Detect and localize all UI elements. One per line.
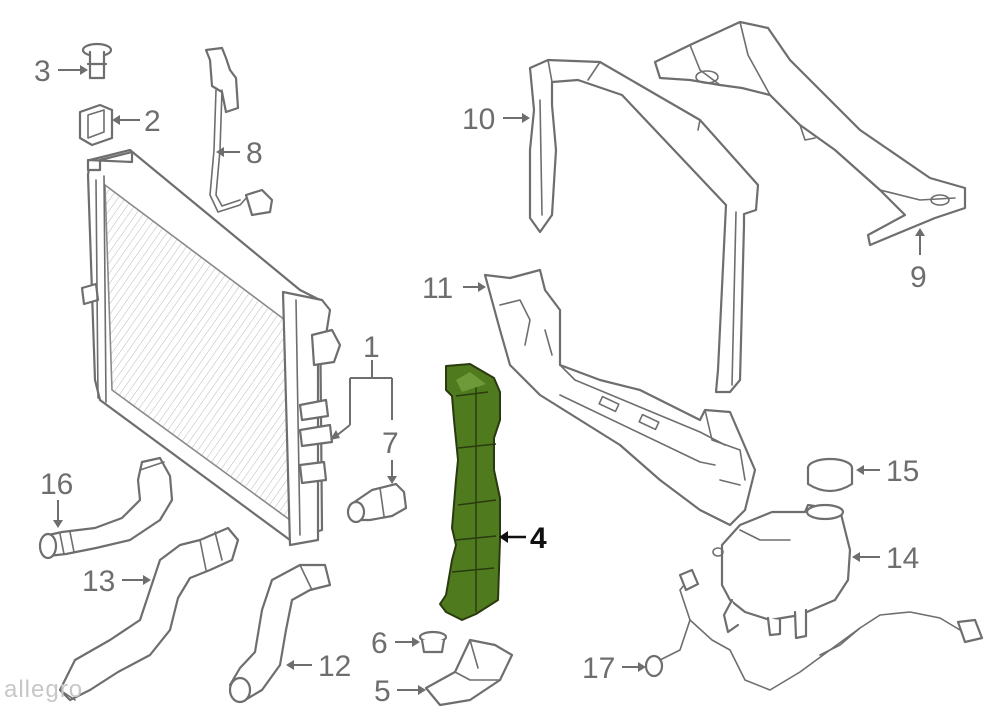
air-duct: [483, 268, 757, 527]
callout-1: 1: [363, 331, 380, 364]
callout-13: 13: [82, 565, 115, 598]
grommet: [418, 630, 448, 654]
lower-hose: [228, 563, 332, 704]
callout-10: 10: [462, 103, 495, 136]
callout-6: 6: [371, 627, 388, 660]
callout-labels: 3 2 8 10 9 11 1 7 4 15 14 16 13 12 6 5 1…: [34, 55, 927, 708]
expansion-cap: [806, 457, 854, 493]
callout-7: 7: [382, 427, 399, 460]
callout-3: 3: [34, 55, 51, 88]
callout-17: 17: [582, 652, 615, 685]
leader-lines: [53, 65, 925, 695]
side-bracket-highlighted: [439, 363, 501, 621]
callout-16: 16: [40, 468, 73, 501]
upper-frame: [528, 58, 760, 394]
watermark: allegro: [4, 676, 84, 703]
callout-2: 2: [144, 105, 161, 138]
clip-pin: [81, 42, 113, 80]
cross-member: [653, 20, 967, 247]
callout-12: 12: [318, 650, 351, 683]
expansion-tank: [712, 503, 852, 640]
callout-4: 4: [530, 522, 547, 555]
callout-11: 11: [422, 272, 453, 305]
callout-14: 14: [886, 542, 919, 575]
radiator: [80, 148, 342, 547]
rubber-mount: [78, 103, 114, 147]
callout-8: 8: [246, 137, 263, 170]
short-hose: [38, 456, 174, 560]
drain-plug: [346, 482, 408, 524]
sensor-cable: [204, 46, 274, 217]
callout-5: 5: [374, 675, 391, 708]
lower-bracket: [424, 638, 514, 707]
callout-15: 15: [886, 455, 919, 488]
level-sensor-cable: [644, 568, 984, 691]
long-hose: [58, 526, 240, 702]
callout-9: 9: [910, 261, 927, 294]
